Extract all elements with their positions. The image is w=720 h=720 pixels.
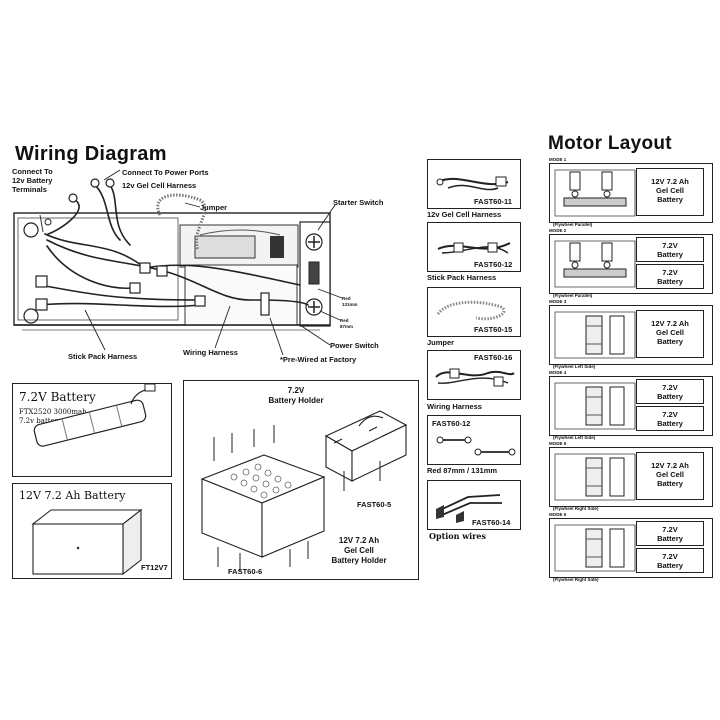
label-connect-power: Connect To Power Ports	[122, 168, 209, 177]
stick-battery-box: 7.2V Battery	[636, 237, 704, 262]
part-caption-6: Option wires	[429, 531, 486, 541]
part-caption-2: Stick Pack Harness	[427, 273, 497, 282]
motor-layout-sketch	[554, 240, 636, 288]
part-caption-4: Wiring Harness	[427, 402, 482, 411]
label-power-switch: Power Switch	[330, 341, 379, 350]
gel-battery-illustration	[31, 508, 143, 576]
wiring-harness-part-illustration	[435, 368, 515, 387]
mode-label: MODE 6	[549, 512, 567, 517]
battery-72-title: 7.2V Battery	[19, 390, 96, 404]
gel-battery-box: 12V 7.2 Ah Gel Cell Battery	[636, 168, 704, 216]
red-wire-part-illustration	[436, 436, 516, 456]
mode-note: (Flywheel Parallel)	[553, 293, 593, 298]
part-panel-5: FAST60-12	[427, 415, 521, 465]
label-red-87: Red 87mm	[340, 318, 354, 329]
holder-code-6: FAST60-6	[228, 567, 263, 576]
mode-panel: 12V 7.2 Ah Gel Cell Battery	[549, 163, 713, 223]
mode-note: (Flywheel Right Side)	[553, 506, 599, 511]
mode-label: MODE 2	[549, 228, 567, 233]
part-panel-1: FAST60-11	[427, 159, 521, 209]
label-prewired: *Pre-Wired at Factory	[280, 355, 357, 364]
label-connect-battery: Connect To 12v Battery Terminals	[12, 167, 53, 194]
part-code-5: FAST60-12	[432, 419, 471, 428]
label-jumper: Jumper	[200, 203, 228, 212]
part-caption-1: 12v Gel Cell Harness	[427, 210, 502, 219]
part-caption-5: Red 87mm / 131mm	[427, 466, 498, 475]
battery-holders-illustration	[200, 410, 408, 571]
gel-battery-box: 12V 7.2 Ah Gel Cell Battery	[636, 310, 704, 358]
mode-label: MODE 4	[549, 370, 567, 375]
part-panel-2: FAST60-12	[427, 222, 521, 272]
stick-battery-box: 7.2V Battery	[636, 379, 704, 404]
mode-note: (Flywheel Parallel)	[553, 222, 593, 227]
holder-code-5: FAST60-5	[357, 500, 392, 509]
part-code-6: FAST60-14	[472, 518, 511, 527]
holder-12-title: 12V 7.2 Ah Gel Cell Battery Holder	[331, 536, 387, 565]
motor-layout-sketch	[554, 169, 636, 217]
gel-harness-part-illustration	[436, 176, 509, 191]
motor-layout-sketch	[554, 382, 636, 430]
jumper-part-illustration	[436, 300, 506, 321]
mode-label: MODE 3	[549, 299, 567, 304]
part-code-1: FAST60-11	[474, 197, 512, 206]
part-code-3: FAST60-15	[474, 325, 513, 334]
stick-battery-box: 7.2V Battery	[636, 406, 704, 431]
mode-note: (Flywheel Left Side)	[553, 435, 596, 440]
motor-layout-sketch	[554, 524, 636, 572]
part-panel-3: FAST60-15	[427, 287, 521, 337]
stick-battery-illustration	[33, 383, 156, 447]
mode-note: (Flywheel Left Side)	[553, 364, 596, 369]
part-code-2: FAST60-12	[474, 260, 513, 269]
mode-panel: 12V 7.2 Ah Gel Cell Battery	[549, 305, 713, 365]
wiring-diagram-title: Wiring Diagram	[15, 143, 167, 165]
battery-72-line1: FTX2520 3000mah	[19, 408, 87, 416]
stick-harness-part-illustration	[437, 242, 511, 254]
battery-12-panel: 12V 7.2 Ah Battery FT12V7	[12, 483, 172, 579]
stick-battery-box: 7.2V Battery	[636, 264, 704, 289]
part-code-4: FAST60-16	[474, 353, 513, 362]
label-gel-harness: 12v Gel Cell Harness	[122, 181, 197, 190]
holder-72-title: 7.2V Battery Holder	[268, 386, 324, 405]
mode-label: MODE 1	[549, 157, 567, 162]
label-starter-switch: Starter Switch	[333, 198, 384, 207]
battery-72-line2: 7.2v battery	[19, 417, 63, 425]
motor-layout-title: Motor Layout	[548, 133, 672, 154]
mode-note: (Flywheel Right Side)	[553, 577, 599, 582]
label-stick-pack: Stick Pack Harness	[68, 352, 138, 361]
mode-panel: 12V 7.2 Ah Gel Cell Battery	[549, 447, 713, 507]
battery-12-title: 12V 7.2 Ah Battery	[19, 489, 126, 502]
label-wiring-harness: Wiring Harness	[183, 348, 238, 357]
gel-battery-box: 12V 7.2 Ah Gel Cell Battery	[636, 452, 704, 500]
mode-label: MODE 5	[549, 441, 567, 446]
part-panel-4: FAST60-16	[427, 350, 521, 400]
part-caption-3: Jumper	[427, 338, 455, 347]
stick-battery-box: 7.2V Battery	[636, 548, 704, 573]
option-wires-part-illustration	[436, 494, 502, 523]
battery-72-panel: 7.2V Battery FTX2520 3000mah 7.2v batter…	[12, 383, 172, 477]
battery-12-code: FT12V7	[141, 563, 168, 572]
stick-battery-box: 7.2V Battery	[636, 521, 704, 546]
motor-layout-sketch	[554, 311, 636, 359]
holder-panel: 7.2V Battery Holder	[183, 380, 419, 580]
part-panel-6: FAST60-14	[427, 480, 521, 530]
label-red-131: Red 131mm	[342, 296, 358, 307]
motor-layout-sketch	[554, 453, 636, 501]
